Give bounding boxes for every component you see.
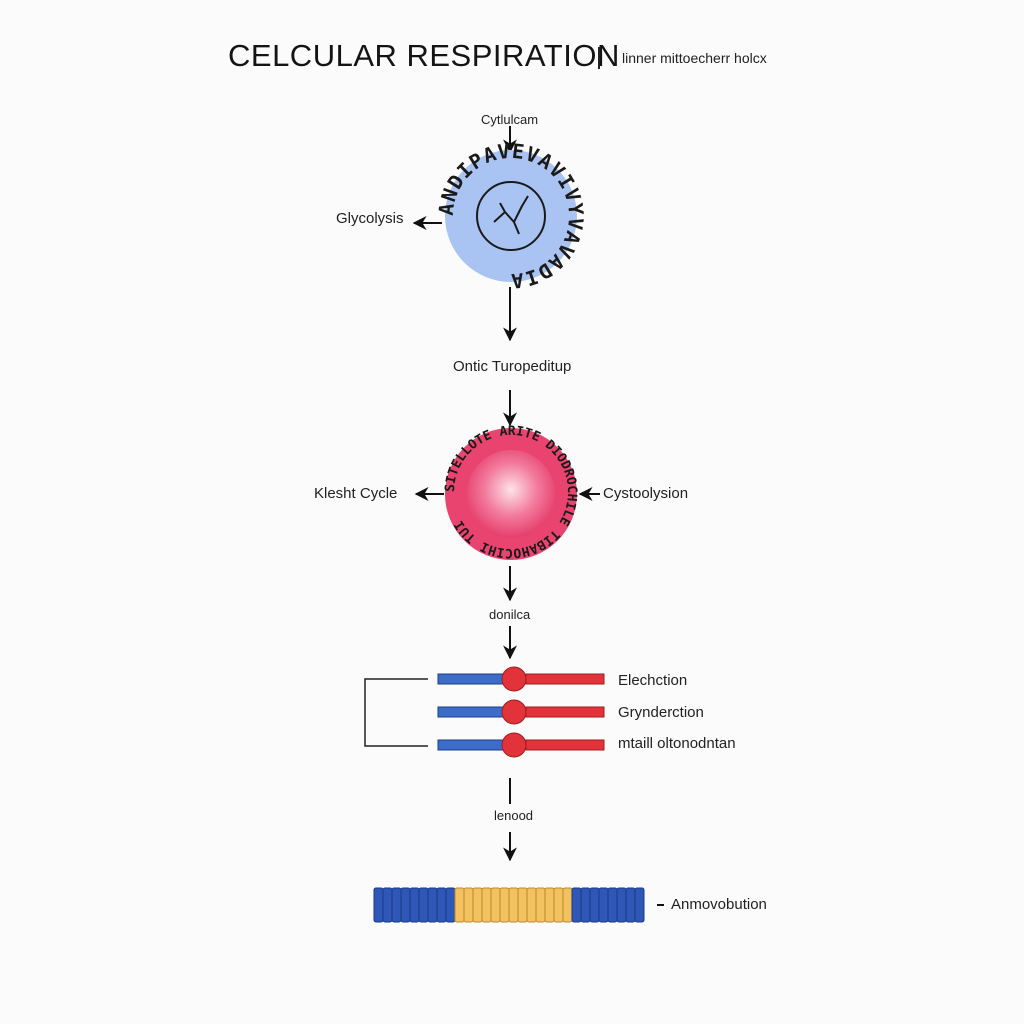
atp-bar-segment: [445, 887, 456, 923]
atp-bar-segment: [382, 887, 393, 923]
mitochondria-circle: SITELLOTE ARITE DIODROCHILE TIBAHOCIHI T…: [443, 424, 579, 560]
label-right-2: Cystoolysion: [603, 485, 689, 502]
atp-bar-segment: [571, 887, 582, 923]
atp-bar-segment: [400, 887, 411, 923]
atp-bar-segment: [544, 887, 555, 923]
atp-bar-segment: [499, 887, 510, 923]
atp-bar-segment: [508, 887, 519, 923]
atp-bar-segment: [463, 887, 474, 923]
label-chain-3: mtaill oltonodntan: [618, 735, 736, 752]
atp-bar-segment: [490, 887, 501, 923]
atp-bar-segment: [427, 887, 438, 923]
chain-row-1: [437, 666, 605, 692]
atp-bar-segment: [436, 887, 447, 923]
atp-bar-segment: [526, 887, 537, 923]
label-glycolysis: Glycolysis: [336, 210, 404, 227]
label-mid-2: donilca: [489, 607, 531, 622]
atp-bar-segment: [481, 887, 492, 923]
atp-bar-segment: [589, 887, 600, 923]
molecule-icon: [476, 181, 546, 251]
label-mid-3: lenood: [494, 808, 534, 823]
label-top-input: Cytlulcam: [481, 112, 539, 127]
label-chain-2: Grynderction: [618, 704, 704, 721]
atp-bar-segment: [598, 887, 609, 923]
atp-bar-segment: [616, 887, 627, 923]
atp-bar-segment: [517, 887, 528, 923]
atp-bar-segment: [454, 887, 465, 923]
page-subtitle: linner mittoecherr holcx: [622, 50, 767, 66]
page-title: CELCULAR RESPIRATION: [228, 38, 620, 73]
atp-bar-segment: [634, 887, 645, 923]
label-krebs: Klesht Cycle: [314, 485, 398, 502]
electron-chain: [364, 666, 605, 758]
atp-bar-segment: [553, 887, 564, 923]
chain-row-3: [437, 732, 605, 758]
atp-bar-segment: [607, 887, 618, 923]
label-final: Anmovobution: [671, 896, 767, 913]
atp-bar-segment: [562, 887, 573, 923]
cytoplasm-circle: ANDIPAVEVAVIVYVAVADIA: [434, 139, 588, 294]
chain-row-2: [437, 699, 605, 725]
atp-bar-segment: [535, 887, 546, 923]
atp-bar-segment: [472, 887, 483, 923]
label-mid-1: Ontic Turopeditup: [453, 358, 572, 375]
label-chain-1: Elechction: [618, 672, 688, 689]
atp-bar-segment: [625, 887, 636, 923]
title-separator: [598, 47, 600, 69]
atp-bar-segment: [580, 887, 591, 923]
atp-bar-segment: [391, 887, 402, 923]
atp-bar: [373, 887, 645, 923]
atp-bar-segment: [418, 887, 429, 923]
atp-bar-segment: [373, 887, 384, 923]
atp-bar-segment: [409, 887, 420, 923]
